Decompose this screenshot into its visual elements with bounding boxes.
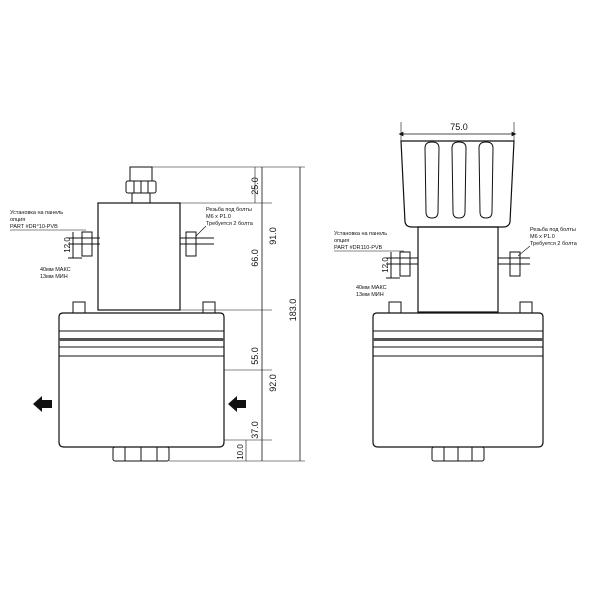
svg-text:13мм МИН: 13мм МИН	[356, 292, 384, 298]
left-view	[33, 166, 305, 462]
svg-text:Резьба под болты: Резьба под болты	[530, 227, 576, 233]
left-dim-10: 10.0	[236, 444, 245, 460]
left-dim-37: 37.0	[250, 421, 260, 439]
svg-text:опция: опция	[334, 238, 349, 244]
right-upper-body	[417, 226, 499, 313]
svg-text:Установка на панель: Установка на панель	[10, 210, 63, 216]
left-top-fitting	[125, 166, 157, 204]
right-max-note: 40мм МАКС 13мм МИН	[356, 285, 387, 298]
svg-text:PART #DR110-PVB: PART #DR110-PVB	[334, 245, 383, 251]
left-panel-note: Установка на панель опция PART #DR°10-PV…	[10, 210, 86, 231]
svg-text:опция: опция	[10, 217, 25, 223]
svg-text:13мм МИН: 13мм МИН	[40, 274, 68, 280]
left-bottom-fitting	[112, 446, 170, 462]
svg-text:40мм МАКС: 40мм МАКС	[40, 267, 71, 273]
right-knob	[400, 140, 515, 228]
left-panel-bracket-right	[180, 231, 214, 257]
left-max-note: 40мм МАКС 13мм МИН	[40, 267, 71, 280]
right-view	[372, 122, 544, 462]
left-bolt-a	[72, 301, 86, 314]
right-bottom-fitting	[431, 446, 485, 462]
left-bolt-b	[202, 301, 216, 314]
right-dim-12: 12.0	[381, 257, 390, 273]
left-bolt-note: Резьба под болты M6 x P1.0 Требуется 2 б…	[195, 207, 254, 237]
left-dim-25: 25.0	[250, 177, 260, 195]
left-dim-66: 66.0	[250, 249, 260, 267]
svg-text:Установка на панель: Установка на панель	[334, 231, 387, 237]
right-panel-bracket-right	[498, 251, 530, 277]
svg-text:M6 x P1.0: M6 x P1.0	[206, 214, 231, 220]
left-flow-arrow-b	[228, 396, 246, 412]
svg-text:40мм МАКС: 40мм МАКС	[356, 285, 387, 291]
svg-text:PART #DR°10-PVB: PART #DR°10-PVB	[10, 224, 58, 230]
left-lower-body	[58, 312, 225, 448]
left-dim-183: 183.0	[288, 299, 298, 322]
left-dim-55: 55.0	[250, 347, 260, 365]
left-flow-arrow-a	[33, 396, 52, 412]
right-panel-note: Установка на панель опция PART #DR110-PV…	[334, 231, 404, 252]
right-bolt-b	[519, 301, 533, 314]
svg-text:Требуется 2 болта: Требуется 2 болта	[530, 241, 578, 247]
left-dim-92: 92.0	[268, 374, 278, 392]
svg-text:Резьба под болты: Резьба под болты	[206, 207, 252, 213]
right-dim-75: 75.0	[450, 122, 468, 132]
svg-text:M6 x P1.0: M6 x P1.0	[530, 234, 555, 240]
right-bolt-note: Резьба под болты M6 x P1.0 Требуется 2 б…	[517, 227, 578, 257]
left-dim-91: 91.0	[268, 227, 278, 245]
left-upper-body	[97, 202, 181, 311]
svg-text:Требуется 2 болта: Требуется 2 болта	[206, 221, 254, 227]
right-lower-body	[372, 312, 544, 448]
right-bolt-a	[388, 301, 402, 314]
left-dim-12: 12.0	[63, 237, 72, 253]
